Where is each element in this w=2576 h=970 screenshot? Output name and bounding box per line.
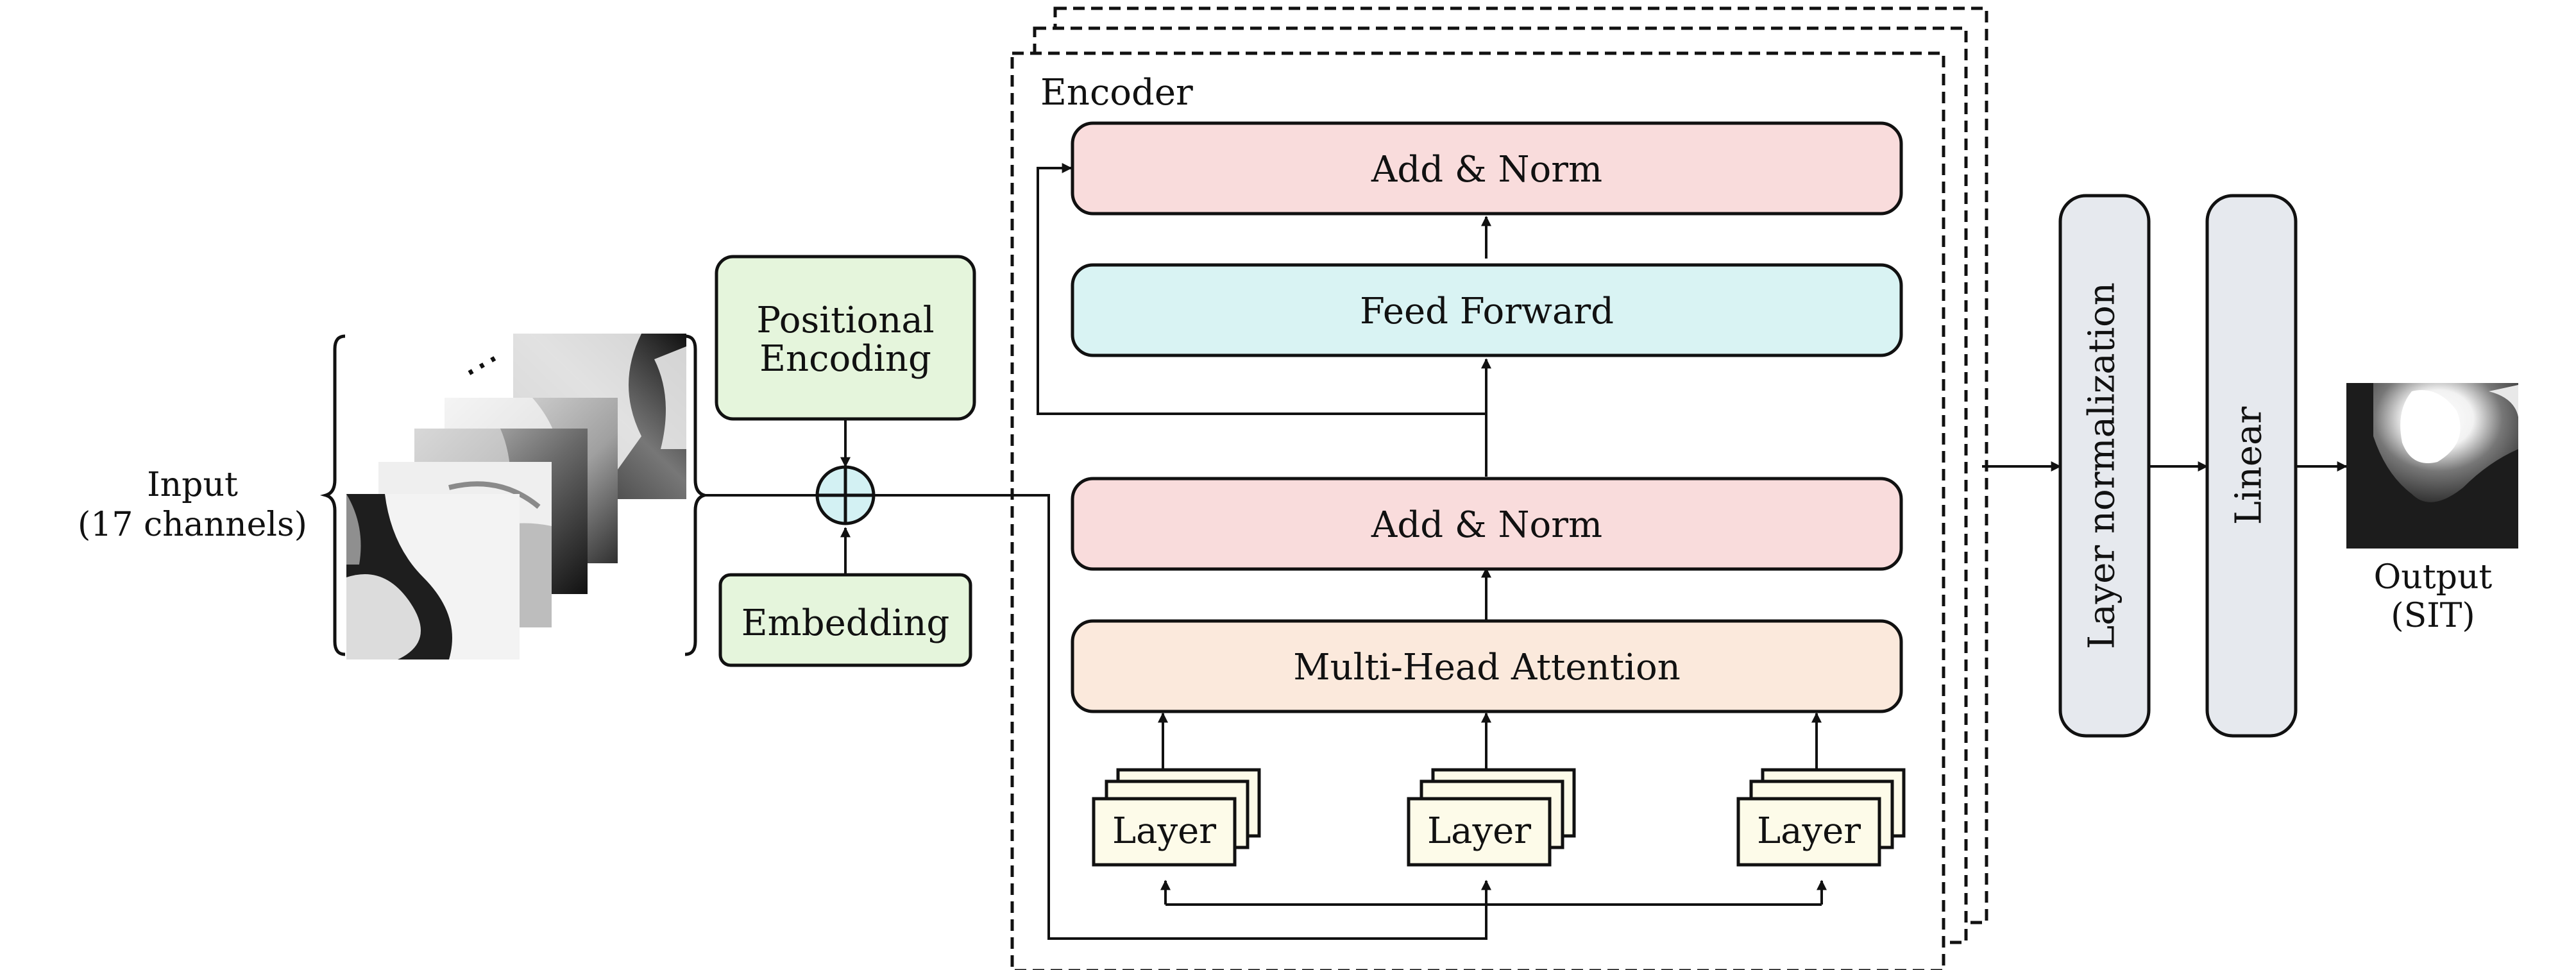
input-ellipsis: ⋯ <box>453 336 509 395</box>
add-norm-top-box <box>1071 121 1903 216</box>
layer-stack-middle: Layer <box>1407 768 1576 867</box>
input-left-brace <box>319 334 346 656</box>
linear-label: Linear <box>2228 407 2270 525</box>
layer-label-right: Layer <box>1757 810 1861 852</box>
layer-label-middle: Layer <box>1427 810 1531 852</box>
positional-encoding-label-line2: Encoding <box>759 338 931 380</box>
input-channel-stack <box>346 334 686 659</box>
add-norm-mid-box <box>1071 477 1903 571</box>
input-label-line1: Input <box>147 466 238 504</box>
output-label-line1: Output <box>2374 558 2493 597</box>
sum-plus-icon <box>815 465 876 525</box>
input-channel-image <box>346 494 520 659</box>
multi-head-attention-box <box>1071 619 1903 713</box>
layer-box-right <box>1736 797 1881 867</box>
multi-head-attention-label: Multi-Head Attention <box>1293 647 1681 688</box>
input-label: Input (17 channels) <box>78 466 307 544</box>
output-label-line2: (SIT) <box>2391 597 2475 635</box>
encoder-input-line <box>1012 494 1487 940</box>
embedding-label: Embedding <box>741 602 950 644</box>
input-label-line2: (17 channels) <box>78 506 307 544</box>
output-image <box>2346 383 2518 549</box>
encoder-title: Encoder <box>1040 72 1193 114</box>
layer-box-left <box>1092 797 1237 867</box>
layer-box-middle <box>1407 797 1552 867</box>
feed-forward-box <box>1071 263 1903 357</box>
layer-stack-left: Layer <box>1092 768 1261 867</box>
layer-stack-right: Layer <box>1736 768 1906 867</box>
feed-forward-label: Feed Forward <box>1360 291 1614 332</box>
layer-label-left: Layer <box>1112 810 1216 852</box>
layer-normalization-label: Layer normalization <box>2081 282 2123 649</box>
residual-skip-arrow <box>1037 163 1486 415</box>
add-norm-top-label: Add & Norm <box>1371 149 1602 191</box>
add-norm-mid-label: Add & Norm <box>1371 504 1602 546</box>
positional-encoding-label-line1: Positional <box>756 300 934 341</box>
input-right-brace <box>684 334 711 656</box>
